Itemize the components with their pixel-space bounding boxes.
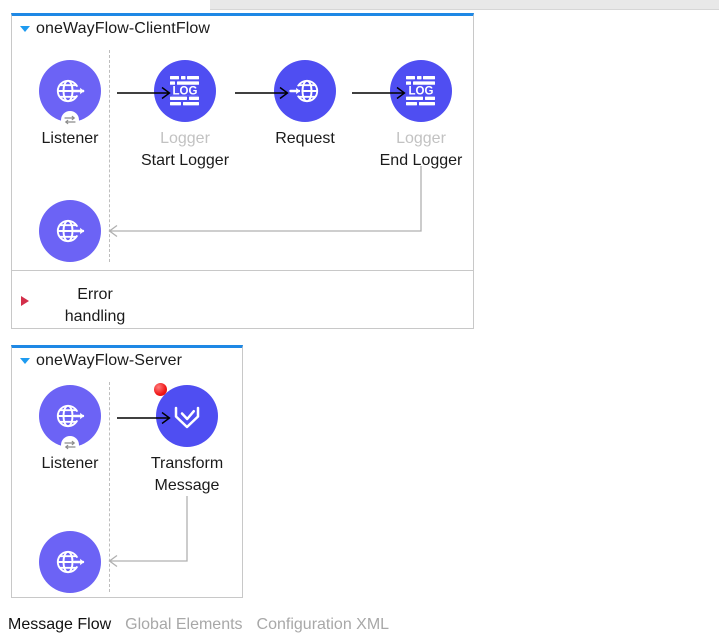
logger-icon-text: LOG	[173, 85, 198, 97]
http-listener-icon[interactable]	[39, 200, 101, 262]
node-response-listener-server[interactable]	[10, 531, 130, 593]
node-label: Request	[275, 130, 335, 147]
node-label: Transform	[150, 455, 224, 472]
editor-tabbar: Message Flow Global Elements Configurati…	[0, 608, 719, 642]
http-listener-icon[interactable]	[39, 531, 101, 593]
node-response-listener[interactable]	[10, 200, 130, 262]
logger-icon[interactable]: LOG	[154, 60, 216, 122]
tab-configuration-xml[interactable]: Configuration XML	[256, 616, 390, 633]
tab-global-elements[interactable]: Global Elements	[125, 616, 243, 633]
tabbar-divider	[0, 607, 719, 608]
dataweave-transform-icon[interactable]	[154, 383, 218, 447]
logger-icon-text: LOG	[409, 85, 434, 97]
sync-badge-icon	[61, 111, 79, 129]
node-listener-server[interactable]: Listener	[10, 385, 130, 474]
error-handling-strip[interactable]: Error handling	[12, 270, 473, 330]
logger-icon[interactable]: LOG	[390, 60, 452, 122]
node-sublabel: Message	[154, 477, 220, 494]
flow-title: oneWayFlow-Server	[36, 352, 183, 369]
triangle-right-icon[interactable]	[21, 296, 29, 306]
node-label: Logger	[396, 130, 446, 147]
node-sublabel: Start Logger	[140, 152, 230, 169]
http-request-icon[interactable]	[274, 60, 336, 122]
editor-top-strip	[210, 0, 719, 10]
flow-container-client[interactable]: oneWayFlow-ClientFlow	[11, 13, 474, 329]
flow-body-server	[12, 374, 242, 598]
flow-body-client	[12, 42, 473, 270]
flow-header-client[interactable]: oneWayFlow-ClientFlow	[12, 16, 210, 42]
error-badge-icon	[154, 383, 167, 396]
flow-container-server[interactable]: oneWayFlow-Server	[11, 345, 243, 598]
flow-header-server[interactable]: oneWayFlow-Server	[12, 348, 182, 374]
source-process-divider	[109, 50, 110, 262]
triangle-down-icon[interactable]	[20, 358, 30, 364]
node-label: Logger	[160, 130, 210, 147]
source-process-divider	[109, 382, 110, 592]
node-listener[interactable]: Listener	[10, 60, 130, 149]
error-handling-line1: Error	[77, 286, 113, 303]
error-handling-label: Error handling	[40, 284, 150, 328]
error-handling-line2: handling	[64, 308, 126, 325]
node-label: Listener	[41, 130, 99, 147]
node-sublabel: End Logger	[379, 152, 463, 169]
sync-badge-icon	[61, 436, 79, 454]
node-request[interactable]: Request	[245, 60, 365, 149]
tab-message-flow[interactable]: Message Flow	[8, 616, 112, 633]
http-listener-icon[interactable]	[39, 385, 101, 454]
node-end-logger[interactable]: LOG Logger End Logger	[361, 60, 481, 172]
http-listener-icon[interactable]	[39, 60, 101, 129]
flow-title: oneWayFlow-ClientFlow	[36, 20, 210, 37]
node-transform-message[interactable]: Transform Message	[127, 383, 247, 497]
node-start-logger[interactable]: LOG Logger Start Logger	[125, 60, 245, 172]
node-label: Listener	[41, 455, 99, 472]
top-strip-left-blank	[0, 0, 210, 9]
triangle-down-icon[interactable]	[20, 26, 30, 32]
